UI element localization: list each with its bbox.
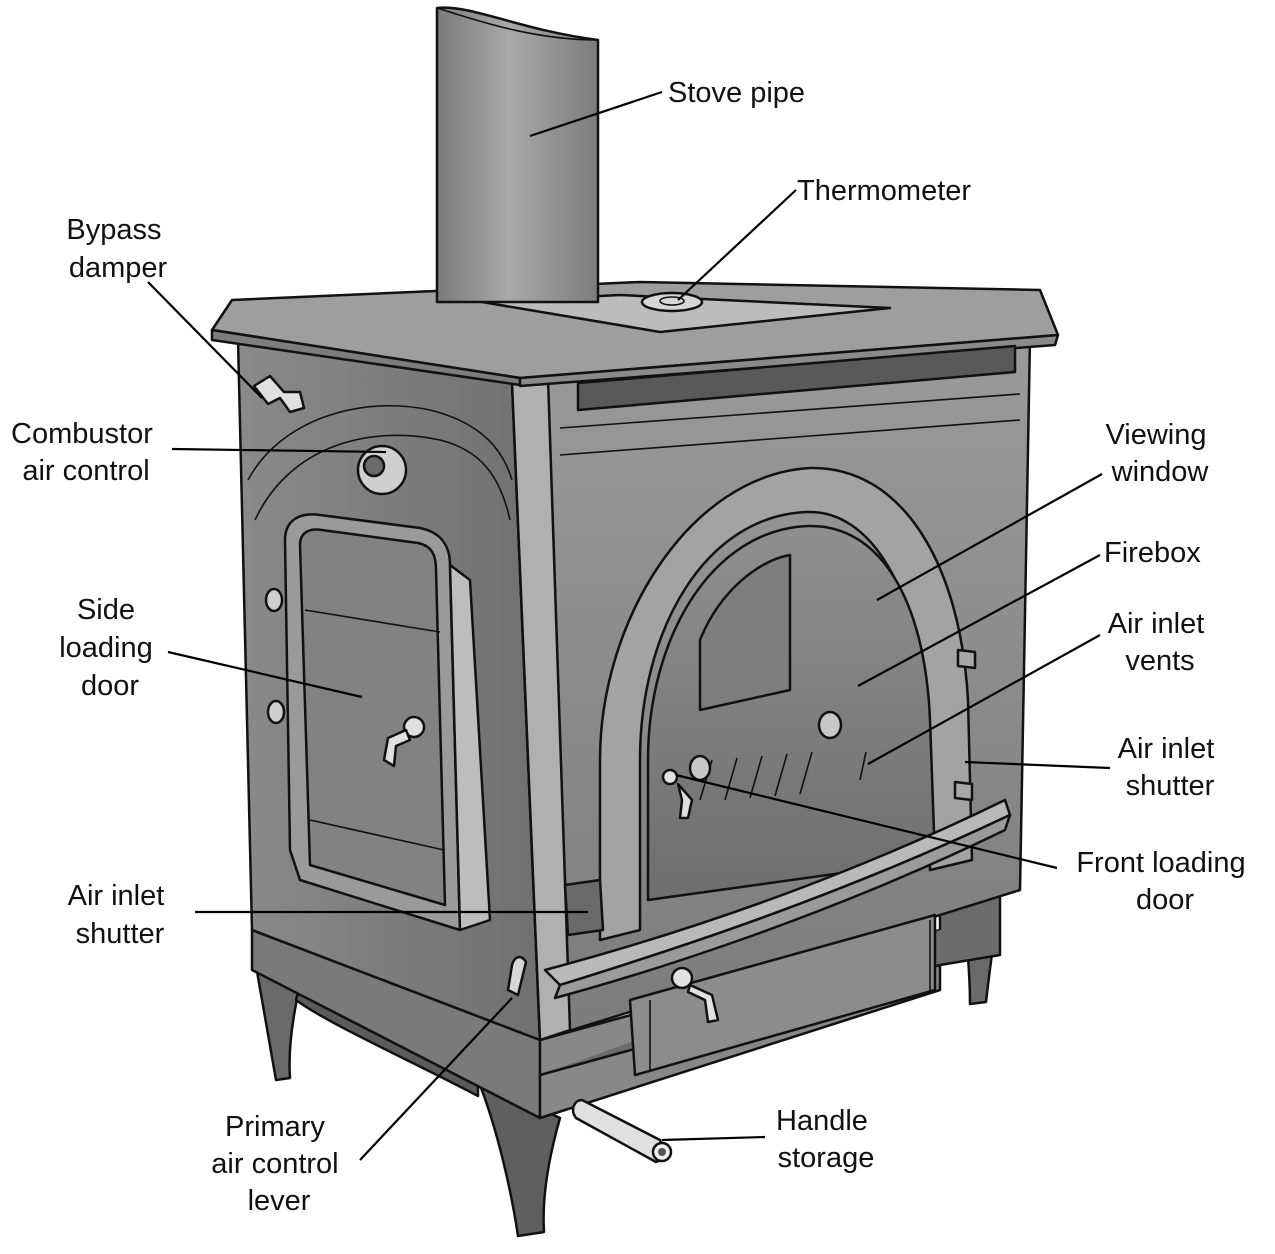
label-primary-air-control-lever: Primary air control lever — [211, 1111, 346, 1217]
leader-lines — [147, 90, 1111, 1161]
leader-combustor-air-control — [171, 447, 387, 454]
label-viewing-window: Viewing window — [1105, 419, 1214, 488]
leader-handle-storage — [661, 1135, 766, 1142]
label-air-inlet-shutter-left: Air inlet shutter — [68, 880, 173, 950]
bypass-damper-handle — [252, 374, 306, 414]
right-air-inlet-shutter — [953, 648, 977, 802]
leader-primary-air-control-lever — [359, 997, 513, 1161]
leader-air-inlet-vents — [867, 634, 1101, 765]
label-thermometer: Thermometer — [797, 175, 971, 207]
labels: Stove pipe Thermometer Bypass damper Com… — [11, 77, 1253, 1217]
front-door-handle — [661, 768, 694, 820]
left-air-inlet-shutter — [563, 878, 605, 937]
front-loading-door-frame — [598, 466, 974, 942]
side-latches — [264, 587, 286, 725]
viewing-window — [646, 524, 937, 902]
ash-lip — [543, 798, 1012, 1000]
lower-front-panel — [628, 913, 937, 1077]
leader-bypass-damper — [147, 281, 263, 399]
thermometer-dial — [640, 291, 704, 313]
air-inlet-vent-bars — [699, 751, 867, 801]
label-bypass-damper: Bypass damper — [66, 214, 169, 284]
front-upper-trim — [559, 344, 1021, 456]
label-combustor-air-control: Combustor air control — [11, 418, 161, 487]
leader-firebox — [857, 554, 1101, 687]
label-air-inlet-vents: Air inlet vents — [1108, 608, 1213, 677]
leader-viewing-window — [876, 473, 1103, 601]
primary-air-control-lever — [506, 955, 528, 997]
handle-storage-rod — [571, 1098, 673, 1164]
leader-front-loading-door — [675, 773, 1058, 870]
stove-top — [210, 280, 1060, 388]
side-loading-door — [283, 513, 462, 932]
label-side-loading-door: Side loading door — [59, 594, 161, 702]
stove-pipe — [435, 6, 600, 304]
combustor-air-control-knob — [356, 444, 408, 496]
side-door-hinge-edge — [448, 563, 492, 932]
side-door-handle — [382, 715, 426, 768]
leader-stove-pipe — [529, 90, 663, 138]
leader-side-loading-door — [167, 650, 363, 699]
label-front-loading-door: Front loading door — [1076, 847, 1253, 916]
label-stove-pipe: Stove pipe — [668, 77, 805, 109]
label-air-inlet-shutter-right: Air inlet shutter — [1118, 733, 1223, 802]
leader-air-inlet-shutter-right — [964, 760, 1111, 770]
label-handle-storage: Handle storage — [776, 1105, 876, 1174]
label-firebox: Firebox — [1104, 537, 1201, 569]
ash-door-handle — [670, 966, 720, 1024]
leader-thermometer — [677, 189, 797, 301]
stove-illustration — [210, 6, 1060, 1238]
